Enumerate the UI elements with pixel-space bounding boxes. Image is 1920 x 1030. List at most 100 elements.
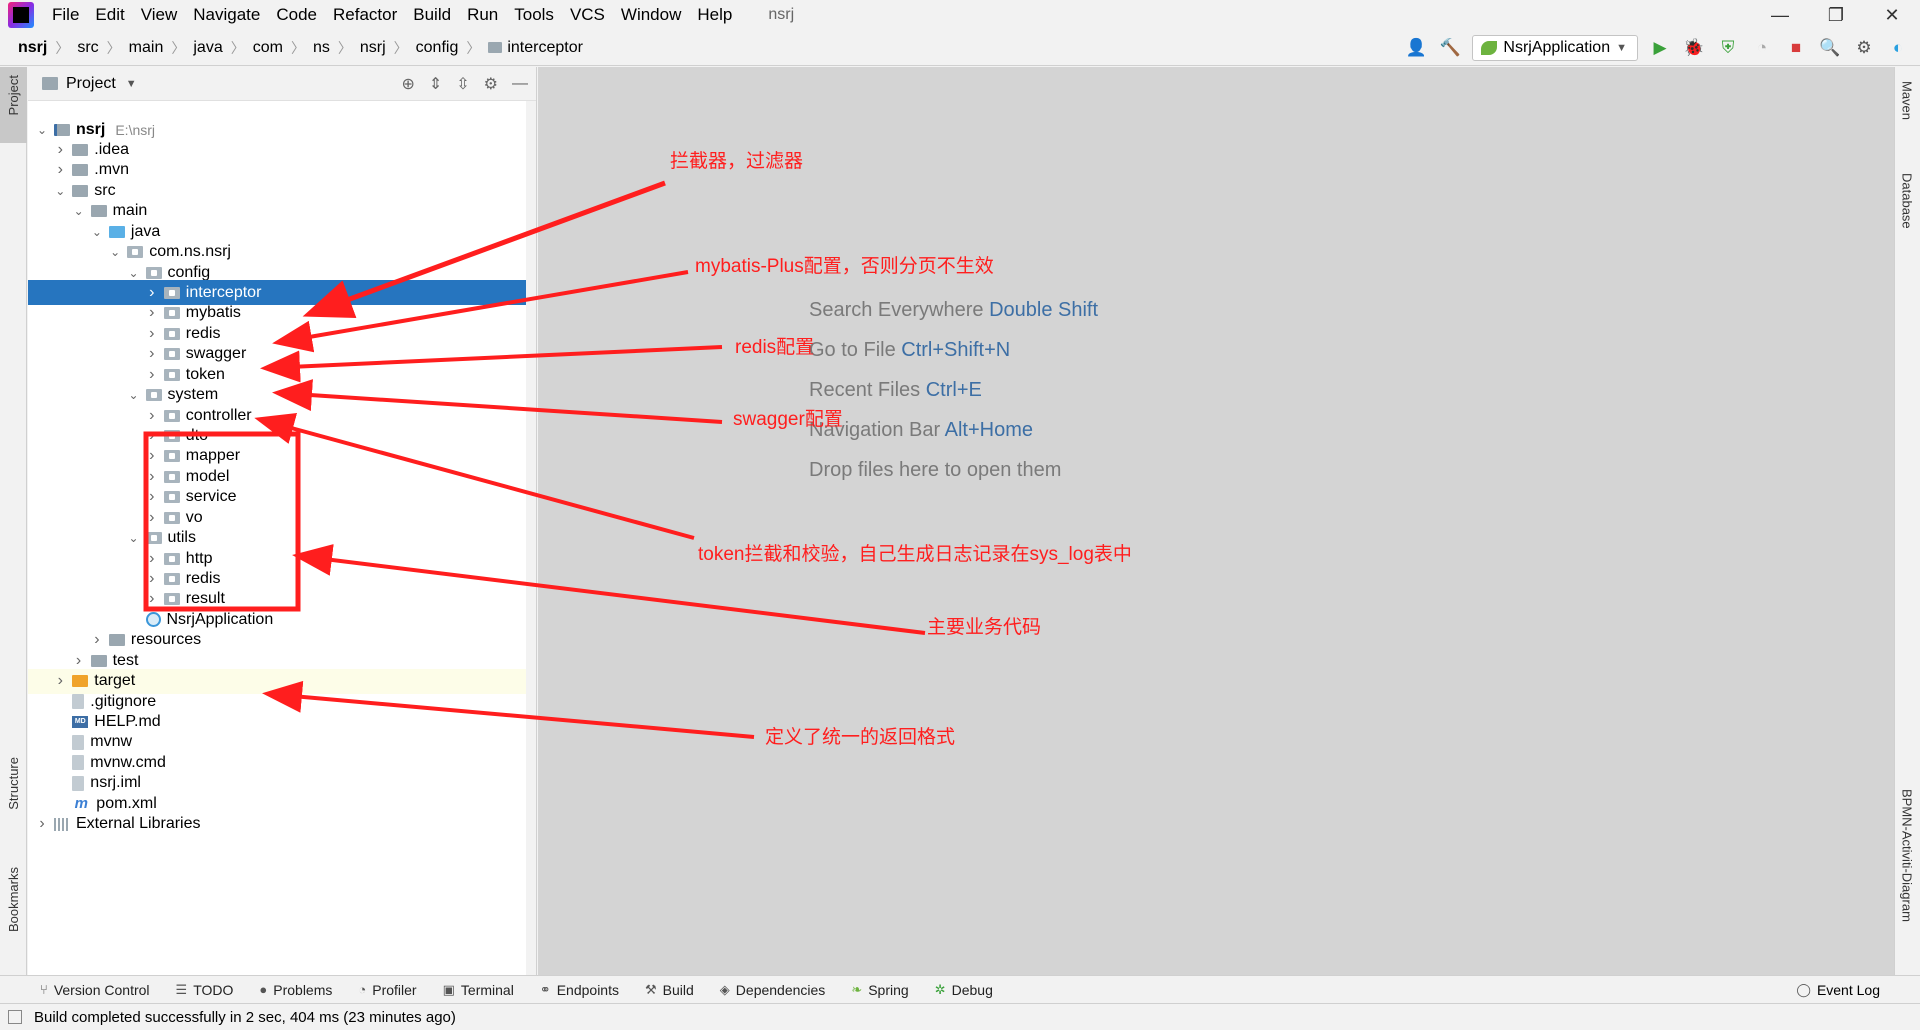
debug-icon[interactable]: 🐞 [1683, 38, 1705, 57]
tree-node-main[interactable]: ⌄main [28, 199, 536, 224]
tool-tab-todo[interactable]: ☰TODO [176, 982, 234, 998]
chevron-right-icon[interactable]: › [149, 549, 155, 567]
tool-tab-bpmn[interactable]: BPMN-Activiti-Diagram [1894, 789, 1920, 922]
restore-icon[interactable]: ❐ [1827, 4, 1845, 25]
menu-vcs[interactable]: VCS [569, 5, 605, 24]
tree-node-mvnw-cmd[interactable]: mvnw.cmd [28, 750, 536, 775]
stop-icon[interactable]: ■ [1790, 38, 1802, 57]
chevron-right-icon[interactable]: › [149, 569, 155, 587]
tree-node-mybatis[interactable]: ›mybatis [28, 301, 536, 326]
menu-tools[interactable]: Tools [514, 5, 554, 24]
menu-code[interactable]: Code [276, 5, 317, 24]
chevron-right-icon[interactable]: › [149, 426, 155, 444]
menu-navigate[interactable]: Navigate [193, 5, 261, 24]
user-icon[interactable]: 👤 [1405, 38, 1427, 57]
chevron-right-icon[interactable]: › [149, 304, 155, 322]
tool-tab-event-log[interactable]: ◯Event Log [1796, 976, 1880, 1004]
locate-icon[interactable]: ⊕ [401, 76, 415, 93]
breadcrumb-item[interactable]: ns [312, 38, 330, 56]
minimize-icon[interactable]: — [1771, 4, 1789, 25]
chevron-right-icon[interactable]: › [149, 345, 155, 363]
tree-node-system[interactable]: ⌄system [28, 383, 536, 408]
tool-tab-problems[interactable]: ●Problems [259, 982, 332, 998]
chevron-right-icon[interactable]: › [149, 365, 155, 383]
tree-node-external-libraries[interactable]: ›External Libraries [28, 812, 536, 837]
tool-tab-structure[interactable]: Structure [0, 757, 27, 810]
chevron-down-icon[interactable]: ⌄ [73, 204, 84, 219]
tool-tab-version-control[interactable]: ⑂Version Control [40, 982, 150, 998]
run-configuration-select[interactable]: NsrjApplication ▼ [1472, 35, 1638, 61]
menu-run[interactable]: Run [467, 5, 499, 24]
breadcrumb-item[interactable]: main [128, 38, 164, 56]
gear-icon[interactable]: ⚙ [1856, 38, 1872, 57]
collapse-all-icon[interactable]: ⇳ [456, 76, 470, 93]
chevron-down-icon[interactable]: ⌄ [55, 183, 66, 198]
breadcrumb-item[interactable]: java [193, 38, 223, 56]
tool-tab-profiler[interactable]: ◔Profiler [358, 982, 416, 998]
chevron-down-icon[interactable]: ⌄ [91, 224, 102, 239]
chevron-right-icon[interactable]: › [39, 815, 45, 833]
tree-node-src[interactable]: ⌄src [28, 178, 536, 203]
tree-node-config[interactable]: ⌄config [28, 260, 536, 285]
chevron-down-icon[interactable]: ⌄ [110, 245, 121, 260]
tool-tab-debug[interactable]: ✲Debug [935, 982, 993, 998]
project-panel-title[interactable]: Project [66, 74, 116, 92]
tree-node-gitignore[interactable]: .gitignore [28, 689, 536, 714]
chevron-right-icon[interactable]: › [149, 488, 155, 506]
tool-tab-database[interactable]: Database [1894, 173, 1920, 229]
tree-node-com-ns-nsrj[interactable]: ⌄com.ns.nsrj [28, 240, 536, 265]
chevron-right-icon[interactable]: › [149, 508, 155, 526]
menu-file[interactable]: File [52, 5, 80, 24]
chevron-right-icon[interactable]: › [149, 283, 155, 301]
chevron-right-icon[interactable]: › [57, 161, 63, 179]
tree-node-nsrjapplication[interactable]: NsrjApplication [28, 607, 536, 632]
chevron-right-icon[interactable]: › [57, 140, 63, 158]
tree-node-controller[interactable]: ›controller [28, 403, 536, 428]
run-icon[interactable]: ▶ [1653, 38, 1667, 57]
breadcrumb-item[interactable]: src [77, 38, 99, 56]
tree-node-test[interactable]: ›test [28, 648, 536, 673]
menu-refactor[interactable]: Refactor [333, 5, 398, 24]
search-icon[interactable]: 🔍 [1819, 38, 1841, 57]
chevron-right-icon[interactable]: › [149, 406, 155, 424]
breadcrumb-item[interactable]: nsrj [18, 38, 48, 56]
breadcrumb-item-current[interactable]: interceptor [484, 39, 587, 57]
tree-node-idea[interactable]: ›.idea [28, 137, 536, 162]
tool-tab-maven[interactable]: Maven [1894, 81, 1920, 120]
breadcrumb-item[interactable]: nsrj [359, 38, 386, 56]
menu-view[interactable]: View [140, 5, 178, 24]
chevron-right-icon[interactable]: › [149, 447, 155, 465]
chevron-right-icon[interactable]: › [57, 672, 63, 690]
chevron-right-icon[interactable]: › [149, 590, 155, 608]
hide-icon[interactable]: — [512, 75, 528, 92]
tree-node-resources[interactable]: ›resources [28, 628, 536, 653]
chevron-down-icon[interactable]: ⌄ [128, 388, 139, 403]
chevron-right-icon[interactable]: › [94, 631, 100, 649]
tree-node-swagger[interactable]: ›swagger [28, 342, 536, 367]
chevron-right-icon[interactable]: › [149, 467, 155, 485]
tool-tab-endpoints[interactable]: ⚭Endpoints [540, 982, 619, 998]
gear-icon[interactable]: ⚙ [483, 76, 498, 93]
toggle-tool-windows-icon[interactable] [8, 1010, 22, 1024]
menu-window[interactable]: Window [620, 5, 682, 24]
build-hammer-icon[interactable]: 🔨 [1439, 38, 1461, 57]
chevron-down-icon[interactable]: ▼ [125, 77, 137, 90]
tree-node-mvn[interactable]: ›.mvn [28, 158, 536, 183]
expand-all-icon[interactable]: ⇕ [428, 76, 443, 93]
breadcrumb-item[interactable]: com [252, 38, 283, 56]
tool-tab-project[interactable]: Project [0, 67, 27, 143]
tree-node-mvnw[interactable]: mvnw [28, 730, 536, 755]
menu-edit[interactable]: Edit [95, 5, 125, 24]
chevron-right-icon[interactable]: › [149, 324, 155, 342]
close-icon[interactable]: ✕ [1884, 4, 1900, 25]
chevron-down-icon[interactable]: ⌄ [36, 122, 48, 137]
tree-scrollbar[interactable] [526, 101, 536, 975]
tree-node-token[interactable]: ›token [28, 362, 536, 387]
menu-build[interactable]: Build [413, 5, 452, 24]
tool-tab-build[interactable]: ⚒Build [645, 982, 694, 998]
profile-icon[interactable]: ◔ [1756, 38, 1768, 57]
tree-node-nsrj-iml[interactable]: nsrj.iml [28, 771, 536, 796]
